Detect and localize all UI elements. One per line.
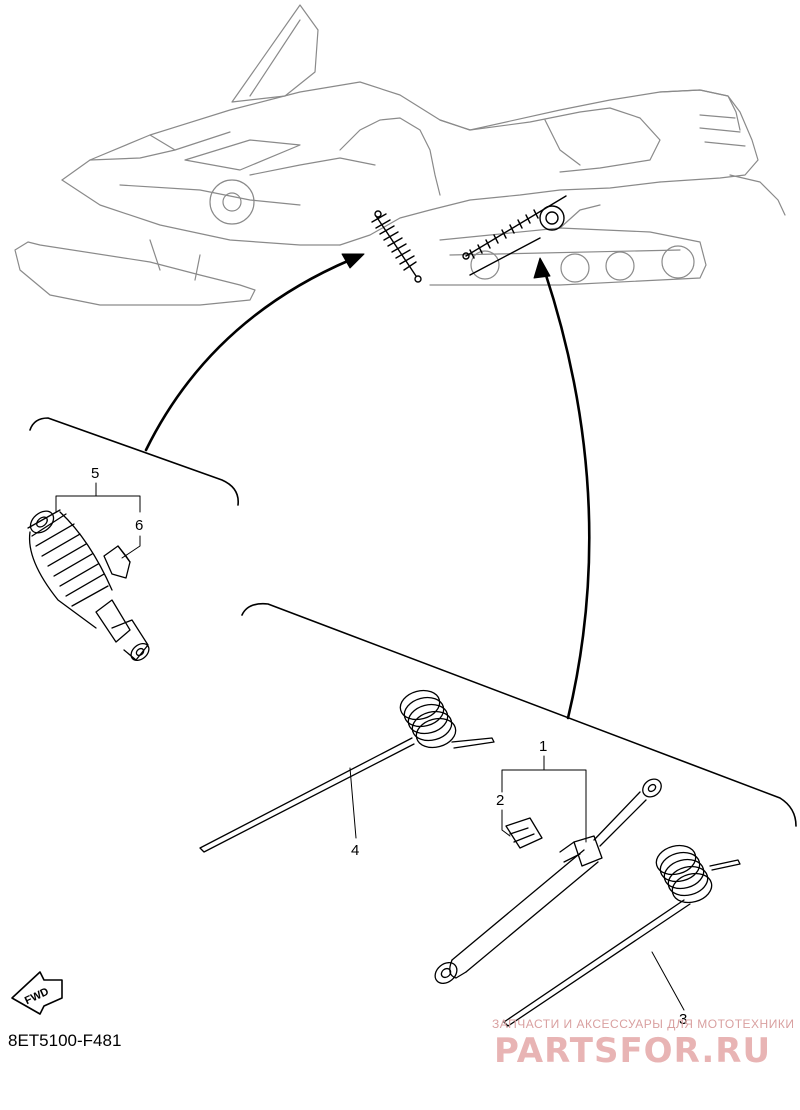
torsion-spring-right xyxy=(503,844,741,1027)
callout-5: 5 xyxy=(91,465,99,482)
callout-2: 2 xyxy=(496,792,504,809)
leader-4 xyxy=(349,767,357,839)
callout-bracket-5-6 xyxy=(55,482,141,559)
fwd-arrow-icon xyxy=(11,971,63,1015)
callout-bracket-1-2 xyxy=(501,755,587,843)
watermark-tagline: ЗАПЧАСТИ И АКСЕССУАРЫ ДЛЯ МОТОТЕХНИКИ xyxy=(492,1017,794,1031)
rear-panel-frame xyxy=(241,602,797,827)
callout-3: 3 xyxy=(679,1011,687,1028)
front-spring-mounted xyxy=(371,210,422,283)
callout-6: 6 xyxy=(135,517,143,534)
watermark-brand: PARTSFOR.RU xyxy=(494,1031,771,1071)
leader-3 xyxy=(651,951,685,1011)
leader-arrow-rear xyxy=(543,270,591,720)
leader-arrow-front xyxy=(144,258,352,452)
figure-code: 8ET5100-F481 xyxy=(8,1031,121,1050)
rear-spring-mounted xyxy=(462,195,567,276)
arrow-head-front xyxy=(341,253,365,269)
callout-1: 1 xyxy=(539,738,547,755)
arrow-head-rear xyxy=(533,257,551,279)
callout-4: 4 xyxy=(351,842,359,859)
rear-shock-absorber xyxy=(434,778,662,984)
torsion-spring-left xyxy=(199,689,495,853)
front-panel-frame xyxy=(29,417,239,506)
snowmobile-outline xyxy=(14,4,786,306)
front-shock-absorber xyxy=(27,509,150,662)
